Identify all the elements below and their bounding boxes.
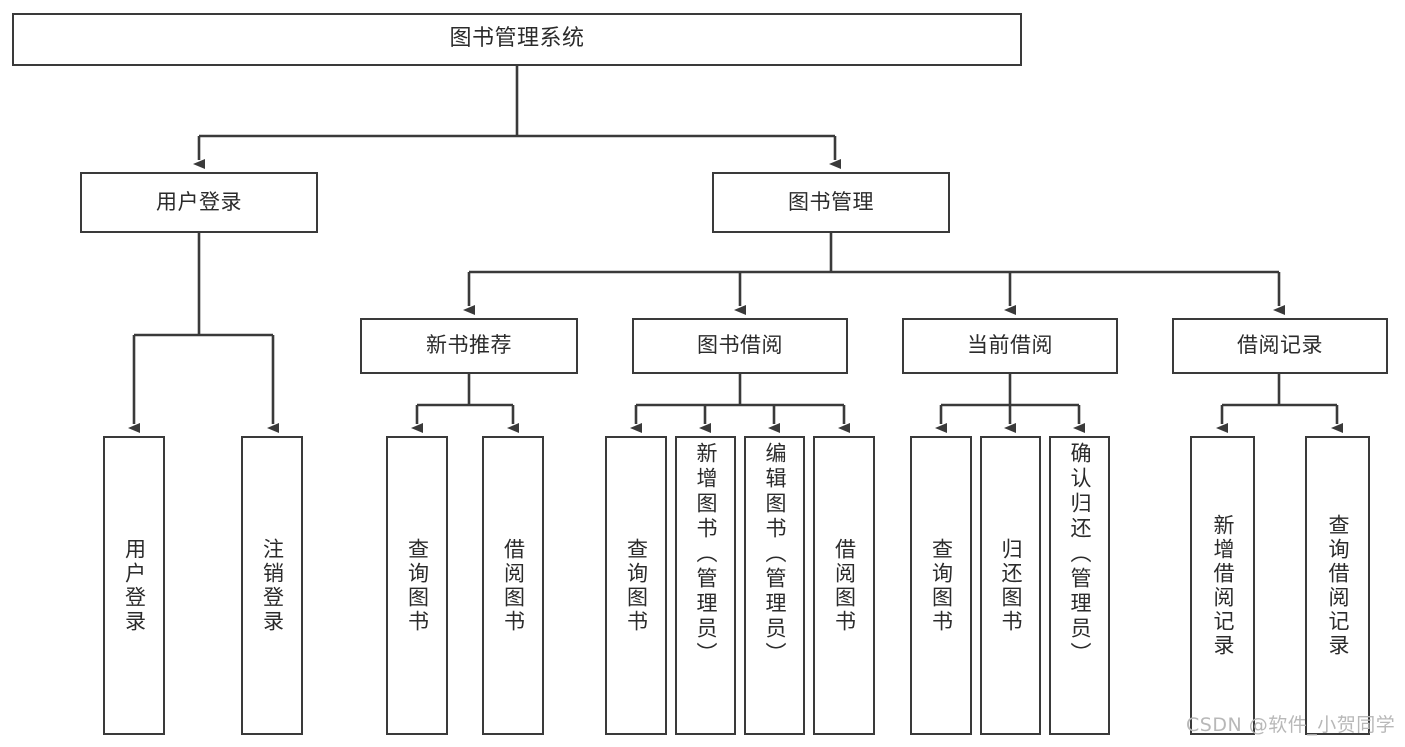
leaf-confirm-return-admin[interactable]: 确认归还（管理员） [1049,436,1110,735]
leaf-borrow-book-recommend[interactable]: 借阅图书 [482,436,544,735]
node-book-management-system[interactable]: 图书管理系统 [12,13,1022,66]
leaf-add-borrow-record[interactable]: 新增借阅记录 [1190,436,1255,735]
leaf-query-book-borrow[interactable]: 查询图书 [605,436,667,735]
node-borrow-record[interactable]: 借阅记录 [1172,318,1388,374]
node-user-login[interactable]: 用户登录 [80,172,318,233]
leaf-return-book[interactable]: 归还图书 [980,436,1041,735]
leaf-logout-login[interactable]: 注销登录 [241,436,303,735]
node-current-borrow[interactable]: 当前借阅 [902,318,1118,374]
leaf-edit-book-admin[interactable]: 编辑图书（管理员） [744,436,805,735]
leaf-user-login[interactable]: 用户登录 [103,436,165,735]
node-new-book-recommend[interactable]: 新书推荐 [360,318,578,374]
leaf-add-book-admin[interactable]: 新增图书（管理员） [675,436,736,735]
leaf-query-borrow-record[interactable]: 查询借阅记录 [1305,436,1370,735]
leaf-query-book-recommend[interactable]: 查询图书 [386,436,448,735]
node-book-borrow[interactable]: 图书借阅 [632,318,848,374]
node-book-management[interactable]: 图书管理 [712,172,950,233]
watermark-text: CSDN @软件_小贺同学 [1186,714,1396,736]
leaf-query-book-current[interactable]: 查询图书 [910,436,972,735]
leaf-borrow-book-borrow[interactable]: 借阅图书 [813,436,875,735]
